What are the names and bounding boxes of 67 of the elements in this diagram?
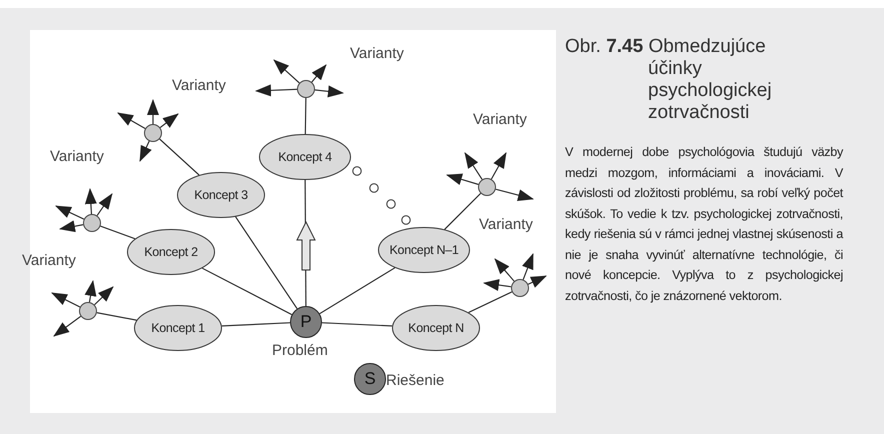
node-label: Koncept 1 bbox=[151, 321, 205, 335]
concept-ellipse bbox=[392, 305, 480, 351]
arrow bbox=[117, 112, 146, 130]
arrow bbox=[255, 84, 298, 96]
connector-line bbox=[202, 268, 292, 316]
arrow bbox=[483, 279, 512, 291]
node-circle bbox=[290, 306, 322, 338]
connector-line bbox=[96, 312, 137, 321]
node-label: Koncept N bbox=[408, 321, 464, 335]
arrow bbox=[273, 59, 300, 84]
variant-label: Varianty bbox=[473, 111, 527, 128]
arrow bbox=[140, 140, 152, 162]
variant-label: Varianty bbox=[172, 77, 226, 94]
node-label: P bbox=[300, 312, 312, 332]
variant-node-circle bbox=[478, 178, 496, 196]
variant-label: Varianty bbox=[350, 45, 404, 62]
connector-line bbox=[468, 291, 512, 313]
concept-ellipse bbox=[177, 172, 265, 218]
arrow bbox=[55, 206, 84, 220]
arrow bbox=[51, 292, 80, 308]
variant-node-circle bbox=[79, 302, 97, 320]
concept-ellipse bbox=[127, 229, 215, 275]
caption-paragraph: V modernej dobe psychológovia študujú väzby medzi mozgom, informáciami a inováciami. V závislosti od zložitosti problému, sa robí veľký počet skúšok. To vedie k tzv. psychologickej zotrvačnosti, kedy riešenia sú v rámci jednej vlastnej skúsenosti a nie je snaha vyvinúť alternatívne technológie, či nové koncepcie. Vyplýva to z psychologickej zotrvačnosti, čo je znázornené vektorom. bbox=[565, 144, 843, 305]
arrow bbox=[53, 316, 82, 337]
arrow bbox=[522, 253, 534, 280]
arrow bbox=[494, 258, 515, 282]
variant-node-circle bbox=[511, 279, 529, 297]
arrow bbox=[314, 85, 344, 98]
arrow bbox=[84, 188, 97, 214]
node-caption: Riešenie bbox=[386, 372, 444, 389]
variant-label: Varianty bbox=[479, 216, 533, 233]
node-label: S bbox=[364, 369, 376, 389]
variant-label: Varianty bbox=[50, 148, 104, 165]
connector-line bbox=[235, 216, 298, 310]
connector-line bbox=[159, 138, 200, 176]
figure-title: Obr. 7.45 Obmedzujúce účinky psychologickej zotrvačnosti bbox=[565, 36, 773, 124]
arrow bbox=[59, 220, 84, 232]
variant-label: Varianty bbox=[22, 252, 76, 269]
connector-line bbox=[304, 98, 306, 134]
connector-line bbox=[319, 267, 396, 314]
connector-line bbox=[444, 192, 482, 230]
arrow bbox=[84, 280, 96, 302]
connector-line bbox=[322, 322, 392, 327]
arrow bbox=[496, 188, 534, 202]
connector-line bbox=[222, 322, 290, 326]
variant-node-circle bbox=[144, 124, 162, 142]
variant-node-circle bbox=[83, 214, 101, 232]
arrow bbox=[147, 99, 159, 124]
arrow bbox=[94, 286, 114, 306]
node-caption: Problém bbox=[272, 342, 328, 359]
node-label: Koncept 2 bbox=[144, 245, 198, 259]
concept-ellipse bbox=[259, 134, 351, 180]
node-label: Koncept N–1 bbox=[390, 243, 458, 257]
node-label: Koncept 4 bbox=[278, 150, 332, 164]
concept-ellipse bbox=[134, 305, 222, 351]
concept-ellipse bbox=[378, 227, 470, 273]
arrow bbox=[311, 64, 327, 82]
arrow bbox=[464, 152, 483, 180]
node-label: Koncept 3 bbox=[194, 188, 248, 202]
arrow bbox=[528, 276, 547, 288]
arrow bbox=[446, 174, 479, 186]
arrow bbox=[490, 152, 506, 180]
variant-node-circle bbox=[297, 80, 315, 98]
arrow bbox=[96, 193, 113, 216]
connector-line bbox=[100, 226, 136, 240]
node-circle bbox=[354, 363, 386, 395]
arrow bbox=[160, 113, 179, 128]
